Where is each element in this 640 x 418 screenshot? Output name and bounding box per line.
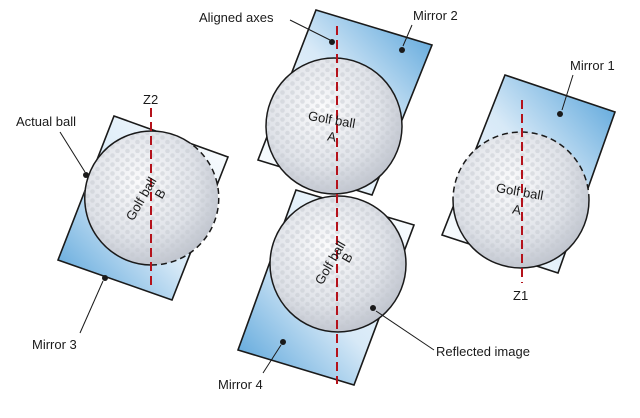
right-ball-hidden-outline (452, 131, 590, 201)
leader-reflected-image (375, 310, 435, 351)
label-reflected-image: Reflected image (436, 344, 530, 359)
leader-aligned-axes (289, 19, 331, 41)
dot-mirror-4 (280, 339, 286, 345)
dot-mirror-2 (399, 47, 405, 53)
dot-aligned-axes (329, 39, 335, 45)
actual-ball-hidden-outline (150, 142, 220, 266)
label-z2: Z2 (143, 92, 158, 107)
leader-actual-ball (59, 131, 86, 173)
label-z1: Z1 (513, 288, 528, 303)
dot-reflected-image (370, 305, 376, 311)
dot-actual-ball (83, 172, 89, 178)
ball-label-top-line2: A (326, 128, 337, 144)
leader-mirror-1 (561, 74, 574, 111)
actual-ball-outline (84, 130, 191, 266)
golf-ball-a-top (265, 57, 403, 195)
label-aligned-axes: Aligned axes (199, 10, 274, 25)
leader-mirror-2 (402, 24, 413, 47)
leader-mirror-3 (79, 280, 104, 334)
label-mirror-4: Mirror 4 (218, 377, 263, 392)
ball-label-right-line2: A (511, 201, 522, 217)
dot-mirror-3 (102, 275, 108, 281)
dot-mirror-1 (557, 111, 563, 117)
leader-mirror-4 (262, 344, 282, 374)
label-mirror-1: Mirror 1 (570, 58, 615, 73)
label-actual-ball: Actual ball (16, 114, 76, 129)
label-mirror-2: Mirror 2 (413, 8, 458, 23)
label-mirror-3: Mirror 3 (32, 337, 77, 352)
